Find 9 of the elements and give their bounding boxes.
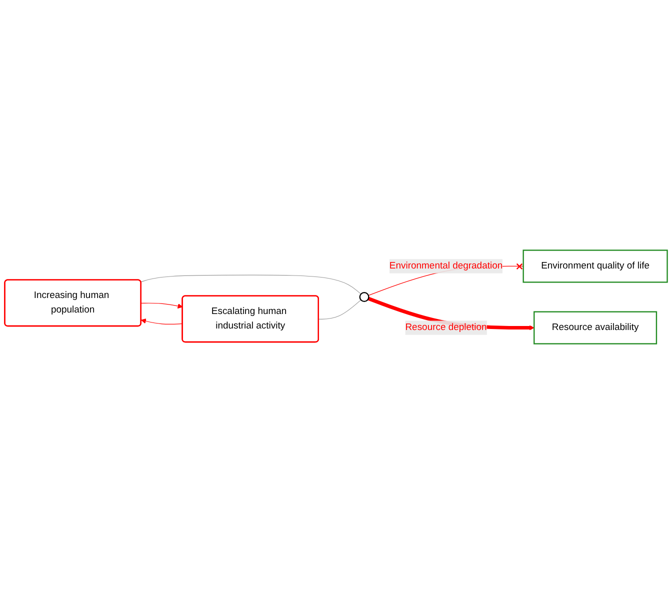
node-circle (359, 292, 370, 302)
arrow (140, 302, 183, 309)
edge-label: Environmental degradation (389, 260, 503, 271)
arrow (140, 318, 183, 324)
edge-label: Resource depletion (405, 322, 487, 333)
connector (140, 274, 362, 294)
node-box: Resource availability (534, 311, 658, 344)
connector (318, 300, 362, 320)
node-box: Environment quality of life (522, 250, 668, 283)
